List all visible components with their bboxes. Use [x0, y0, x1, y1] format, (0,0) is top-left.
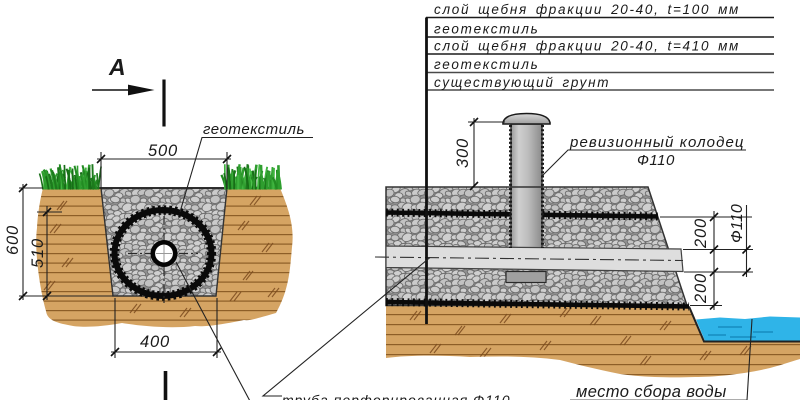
svg-text:300: 300: [454, 138, 472, 168]
svg-text:Ф110: Ф110: [729, 204, 746, 243]
svg-text:место сбора воды: место сбора воды: [576, 383, 727, 400]
svg-text:200: 200: [692, 218, 710, 249]
svg-text:геотекстиль: геотекстиль: [203, 121, 305, 138]
svg-text:существующий грунт: существующий грунт: [434, 75, 610, 90]
svg-text:геотекстиль: геотекстиль: [434, 57, 539, 72]
svg-text:слой щебня фракции 20-40, t=: слой щебня фракции 20-40, t=410 мм: [434, 39, 740, 54]
svg-text:геотекстиль: геотекстиль: [434, 22, 539, 37]
svg-text:600: 600: [4, 225, 22, 255]
svg-text:500: 500: [148, 142, 178, 160]
svg-text:400: 400: [140, 333, 170, 351]
svg-text:слой щебня фракции 20-40, t=: слой щебня фракции 20-40, t=100 мм: [434, 2, 740, 17]
svg-text:A: A: [108, 54, 126, 80]
svg-text:Ф110: Ф110: [637, 152, 675, 169]
svg-text:200: 200: [692, 273, 710, 304]
svg-text:ревизионный колодец: ревизионный колодец: [569, 134, 745, 151]
svg-text:труба перфорированная Ф110: труба перфорированная Ф110: [282, 392, 511, 400]
svg-text:510: 510: [29, 238, 47, 268]
